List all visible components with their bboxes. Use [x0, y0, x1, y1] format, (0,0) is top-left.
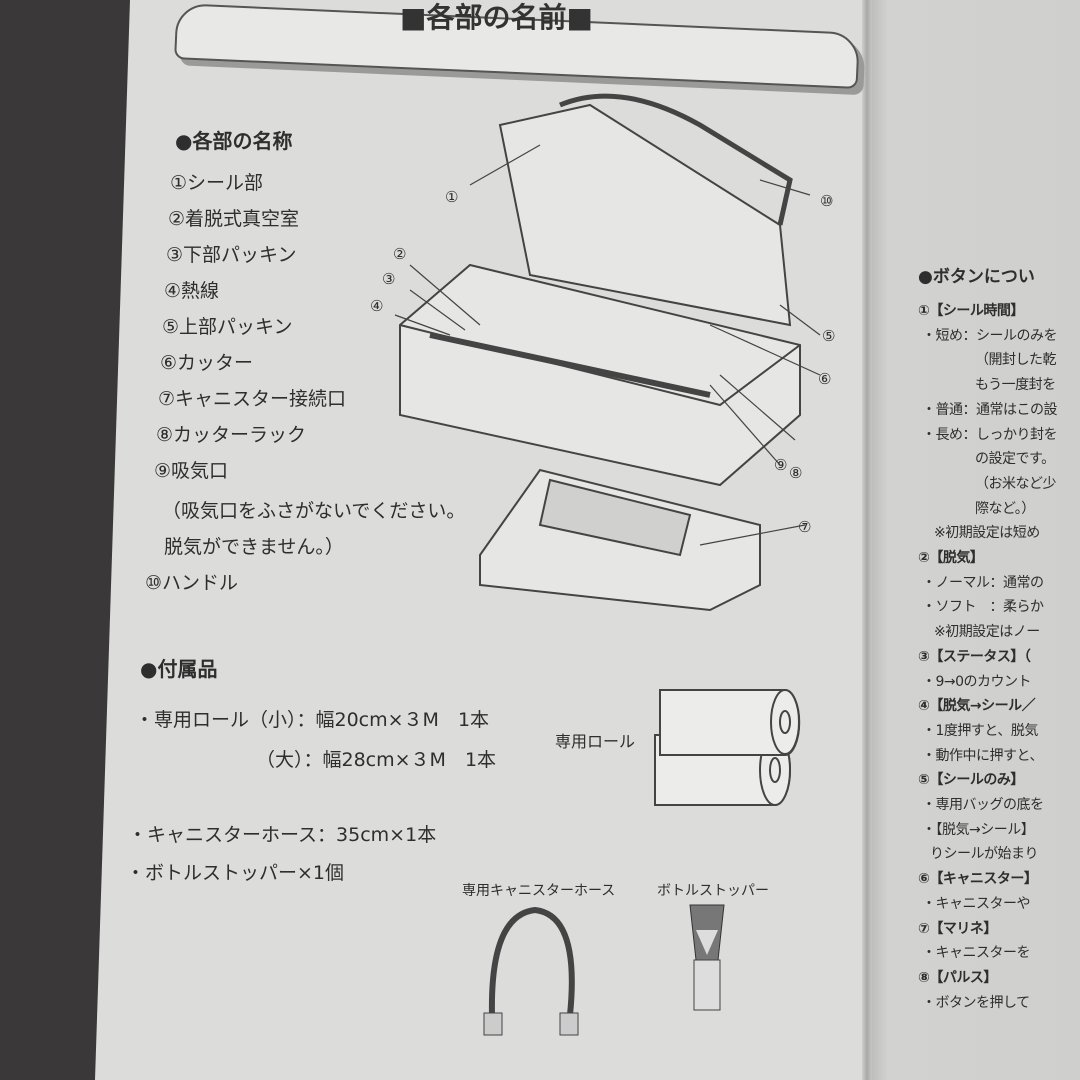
- callout-number: ⑨: [774, 456, 788, 474]
- accessory-item: ・キャニスターホース：35cm×1本: [128, 824, 437, 846]
- button-description-line: （開封した乾: [975, 352, 1057, 369]
- part-item: ⑥カッター: [160, 352, 254, 374]
- part-item: ⑧カッターラック: [156, 424, 307, 446]
- callout-number: ①: [445, 188, 459, 206]
- accessories-heading: ●付属品: [140, 657, 218, 681]
- part-item: ①シール部: [170, 172, 264, 194]
- button-description-line: ・1度押すと、脱気: [922, 722, 1038, 739]
- button-heading: ④【脱気→シール／: [918, 698, 1036, 715]
- button-description-line: ・長め：しっかり封を: [922, 426, 1058, 443]
- button-description-line: ※初期設定はノー: [934, 624, 1040, 641]
- part-item: 脱気ができません。）: [164, 536, 344, 558]
- button-description-line: ・ノーマル：通常の: [922, 574, 1044, 591]
- vacuum-sealer-illustration: [394, 93, 821, 612]
- page-title: ■各部の名前■: [400, 1, 593, 34]
- button-description-line: もう一度封を: [975, 377, 1056, 394]
- callout-number: ⑥: [818, 370, 832, 388]
- button-description-line: ・普通：通常はこの設: [922, 401, 1058, 418]
- callout-number: ⑩: [820, 192, 834, 210]
- accessory-item: ・専用ロール（小）：幅20cm×３M 1本: [135, 709, 490, 731]
- button-description-line: ・キャニスターや: [922, 895, 1031, 912]
- button-description-line: の設定です。: [975, 451, 1055, 468]
- bottle-stopper-illustration: [689, 904, 725, 1011]
- button-description-line: りシールが始まり: [930, 846, 1039, 863]
- part-item: ③下部パッキン: [166, 244, 297, 266]
- callout-number: ⑧: [789, 464, 803, 482]
- button-description-line: ・短め：シールのみを: [922, 327, 1058, 344]
- right-page: [868, 0, 1080, 1080]
- callout-number: ③: [382, 270, 396, 288]
- button-heading: ②【脱気】: [918, 550, 984, 566]
- part-item: ⑤上部パッキン: [162, 316, 293, 338]
- button-description-line: ・ボタンを押して: [922, 994, 1030, 1011]
- button-description-line: ・ソフト ：柔らか: [922, 599, 1044, 616]
- part-item: ⑨吸気口: [154, 460, 229, 482]
- button-heading: ⑤【シールのみ】: [918, 772, 1024, 789]
- callout-number: ⑤: [822, 327, 836, 345]
- part-item: ⑦キャニスター接続口: [158, 388, 347, 410]
- button-description-line: （お米など少: [975, 475, 1057, 492]
- roll-illustration: [654, 689, 801, 806]
- button-heading: ⑦【マリネ】: [918, 920, 997, 937]
- part-item: ②着脱式真空室: [168, 208, 300, 230]
- button-description-line: ・9→0のカウント: [922, 673, 1032, 690]
- button-description-line: ・専用バッグの底を: [922, 797, 1044, 813]
- accessory-item: ・ボトルストッパー×1個: [126, 862, 345, 884]
- accessory-item: （大）：幅28cm×３M 1本: [256, 749, 497, 771]
- buttons-heading: ●ボタンについ: [918, 267, 1035, 287]
- part-item: （吸気口をふさがないでください。: [162, 500, 466, 522]
- roll-label: 専用ロール: [555, 732, 636, 751]
- hose-label: 専用キャニスターホース: [462, 883, 616, 899]
- button-description-line: ・【脱気→シール】: [922, 821, 1035, 838]
- handle: [559, 93, 793, 226]
- stopper-label: ボトルストッパー: [657, 883, 769, 899]
- button-heading: ①【シール時間】: [918, 303, 1024, 319]
- parts-heading: ●各部の名称: [175, 129, 293, 153]
- hose-illustration: [483, 906, 579, 1036]
- button-description-line: ・動作中に押すと、: [922, 747, 1043, 764]
- callout-number: ⑦: [798, 518, 812, 536]
- button-description-line: 際など。）: [975, 500, 1035, 517]
- part-item: ④熱線: [164, 280, 220, 302]
- page-gutter: [862, 0, 872, 1080]
- callout-number: ④: [370, 297, 384, 315]
- lid-open: [498, 103, 792, 327]
- button-description-line: ※初期設定は短め: [934, 525, 1040, 542]
- button-heading: ⑧【パルス】: [918, 969, 997, 986]
- callout-number: ②: [393, 245, 407, 263]
- part-item: ⑩ハンドル: [145, 572, 239, 594]
- button-heading: ③【ステータス】（: [918, 648, 1031, 665]
- button-heading: ⑥【キャニスター】: [918, 871, 1038, 888]
- button-description-line: ・キャニスターを: [922, 945, 1031, 962]
